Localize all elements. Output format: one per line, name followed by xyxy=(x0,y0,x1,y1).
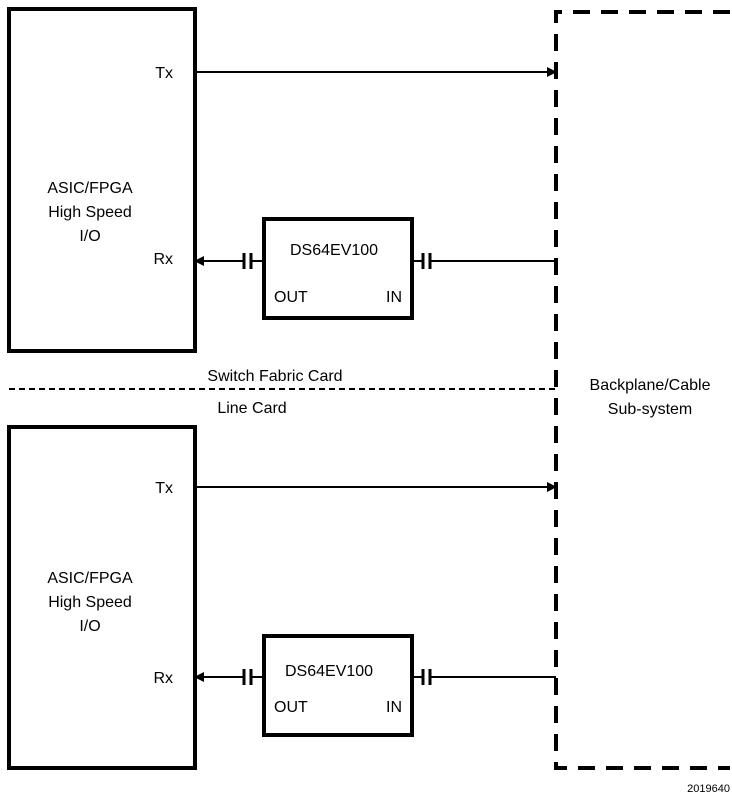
top-ds64ev100-chip xyxy=(262,217,414,320)
top-asic-label-line2: High Speed xyxy=(48,204,132,221)
backplane-subsystem: Backplane/Cable Sub-system xyxy=(554,10,730,770)
bottom-tx-label: Tx xyxy=(155,480,173,497)
top-rx-label: Rx xyxy=(153,251,173,268)
bottom-card: ASIC/FPGA High Speed I/O Tx Rx DS64EV100… xyxy=(7,425,557,770)
bottom-in-capacitor xyxy=(421,669,432,685)
backplane-label-line2: Sub-system xyxy=(608,401,692,418)
figure-id: 2019640 xyxy=(687,783,730,795)
bottom-chip-out-label: OUT xyxy=(274,699,308,716)
bottom-chip-name: DS64EV100 xyxy=(285,663,373,680)
bottom-asic-label-line3: I/O xyxy=(79,618,100,635)
bottom-ds64ev100-chip xyxy=(262,634,414,737)
top-chip-in-label: IN xyxy=(386,289,402,306)
bottom-chip-in-label: IN xyxy=(386,699,402,716)
top-out-capacitor xyxy=(242,253,253,269)
bottom-asic-label-line2: High Speed xyxy=(48,594,132,611)
card-divider: Switch Fabric Card Line Card xyxy=(9,368,556,417)
line-card-label: Line Card xyxy=(217,400,286,417)
top-asic-block xyxy=(7,7,197,353)
top-chip-out-label: OUT xyxy=(274,289,308,306)
bottom-asic-block xyxy=(7,425,197,770)
top-tx-label: Tx xyxy=(155,65,173,82)
top-asic-label-line3: I/O xyxy=(79,228,100,245)
bottom-asic-label-line1: ASIC/FPGA xyxy=(47,570,133,587)
bottom-rx-label: Rx xyxy=(153,670,173,687)
top-card: ASIC/FPGA High Speed I/O Tx Rx DS64EV100… xyxy=(7,7,557,353)
bottom-out-capacitor xyxy=(242,669,253,685)
switch-fabric-card-label: Switch Fabric Card xyxy=(207,368,342,385)
top-in-capacitor xyxy=(421,253,432,269)
top-asic-label-line1: ASIC/FPGA xyxy=(47,180,133,197)
backplane-label-line1: Backplane/Cable xyxy=(590,377,711,394)
top-chip-name: DS64EV100 xyxy=(290,242,378,259)
